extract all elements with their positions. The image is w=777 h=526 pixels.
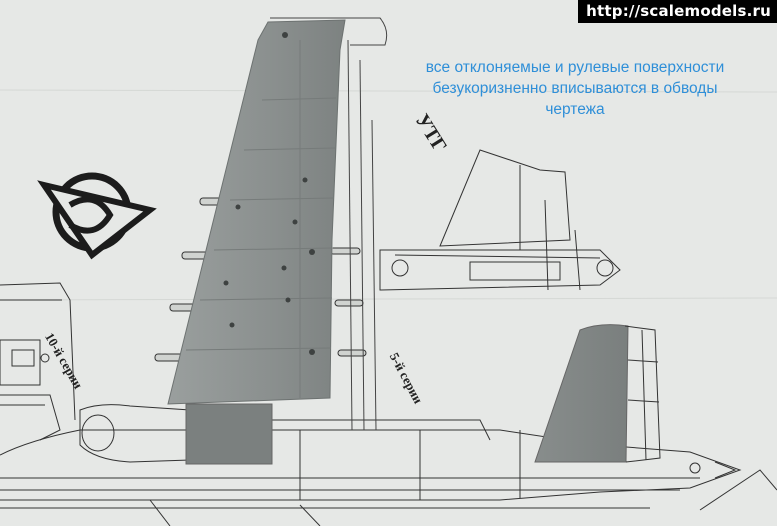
fuselage-drawing-left: [0, 282, 76, 441]
caption-line-1: все отклоняемые и рулевые поверхности: [425, 59, 725, 76]
structure-lines: [270, 17, 388, 431]
model-wing-part: [167, 19, 346, 405]
caption-line-3: чертежа: [545, 101, 605, 118]
site-watermark: http://scalemodels.ru: [578, 0, 777, 23]
fuselage-side-view: [0, 404, 777, 526]
caption-line-2: безукоризненно вписываются в обводы: [432, 80, 718, 97]
tailplane-drawing: [379, 149, 621, 291]
design-bureau-logo: [37, 172, 157, 260]
wing-rivets: [223, 32, 315, 355]
model-wing-root: [185, 403, 273, 465]
fin-drawing: [624, 325, 661, 463]
paper-texture: [0, 89, 777, 301]
wing-panel-lines: [185, 40, 337, 398]
photo-caption: все отклоняемые и рулевые поверхности бе…: [395, 57, 755, 120]
model-fin-part: [534, 324, 629, 463]
